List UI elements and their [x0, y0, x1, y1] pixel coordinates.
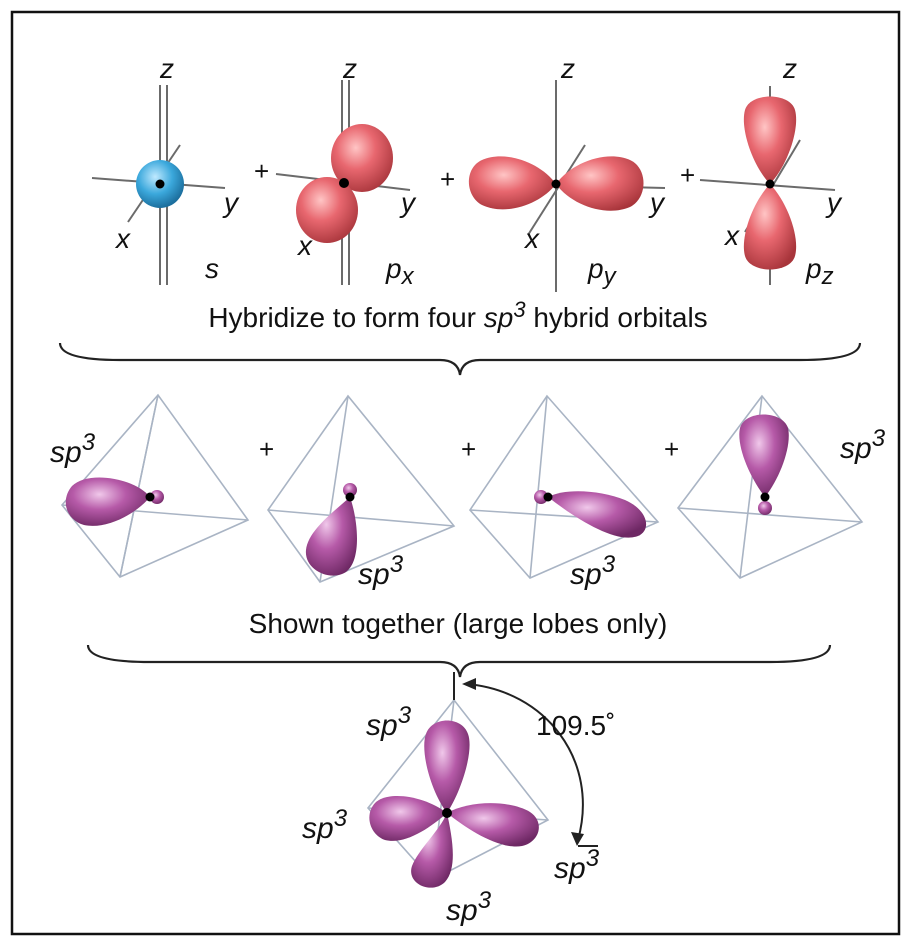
sp3-large-lobe	[548, 491, 646, 537]
sp3-lobe-right	[447, 803, 539, 846]
px-axis-x: x	[296, 230, 313, 261]
pz-axis-y: y	[825, 187, 843, 218]
sp3-small-lobe	[758, 501, 772, 515]
sp3-tetrahedron-3	[470, 396, 658, 578]
sp3-label-4: sp3	[840, 425, 886, 465]
py-axis-y: y	[648, 187, 666, 218]
nucleus-dot	[766, 180, 775, 189]
nucleus-dot	[346, 493, 355, 502]
pz-lobe-lower	[744, 184, 796, 270]
angle-label: 109.5˚	[536, 710, 615, 741]
s-axis-y: y	[222, 187, 240, 218]
px-axis-z: z	[342, 53, 357, 84]
sp3-tetrahedron-2	[268, 396, 454, 582]
angle-arrowhead-bottom	[571, 832, 584, 846]
sp3-lobe-up	[424, 721, 469, 814]
px-orbital-label: px	[385, 253, 415, 290]
nucleus-dot	[442, 808, 452, 818]
px-axis-y: y	[399, 187, 417, 218]
nucleus-dot	[544, 493, 553, 502]
sp3-label-bottom: sp3	[446, 887, 492, 927]
py-axis-x: x	[523, 223, 540, 254]
nucleus-dot	[146, 493, 155, 502]
s-axis-z: z	[159, 53, 174, 84]
sp3-large-lobe	[66, 477, 150, 525]
nucleus-dot	[339, 178, 349, 188]
plus-sign-5: +	[461, 434, 476, 464]
caption-shown-together: Shown together (large lobes only)	[249, 608, 668, 639]
py-lobe-right	[556, 156, 644, 210]
caption-hybridize: Hybridize to form four sp3 hybrid orbita…	[208, 297, 707, 333]
px-orbital-group: z y x px	[276, 53, 417, 290]
s-axis-x: x	[114, 223, 131, 254]
brace-hybridize	[60, 343, 860, 375]
sp3-label-top: sp3	[366, 702, 412, 742]
s-orbital-group: z y x s	[92, 53, 240, 285]
nucleus-dot	[156, 180, 165, 189]
sp3-label-left: sp3	[302, 805, 348, 845]
plus-sign-6: +	[664, 434, 679, 464]
nucleus-dot	[552, 180, 561, 189]
sp3-large-lobe	[739, 415, 788, 498]
pz-lobe-upper	[744, 97, 796, 185]
angle-arrowhead-top	[462, 678, 476, 690]
sp3-label-1: sp3	[50, 429, 96, 469]
pz-orbital-label: pz	[805, 253, 834, 290]
pz-axis-x: x	[723, 220, 740, 251]
plus-sign-1: +	[254, 156, 269, 186]
nucleus-dot	[761, 493, 770, 502]
brace-shown-together	[88, 645, 830, 677]
pz-orbital-group: z y x pz	[700, 53, 843, 290]
sp3-tetrahedron-1	[62, 395, 248, 577]
plus-sign-2: +	[440, 164, 455, 194]
py-orbital-group: z y x py	[469, 53, 666, 292]
pz-axis-z: z	[782, 53, 797, 84]
py-lobe-left	[469, 156, 556, 209]
sp3-label-right: sp3	[554, 845, 600, 885]
plus-sign-3: +	[680, 160, 695, 190]
py-orbital-label: py	[587, 253, 618, 290]
py-axis-z: z	[560, 53, 575, 84]
plus-sign-4: +	[259, 434, 274, 464]
sp3-tetrahedron-4	[678, 396, 862, 578]
s-orbital-label: s	[205, 253, 219, 284]
